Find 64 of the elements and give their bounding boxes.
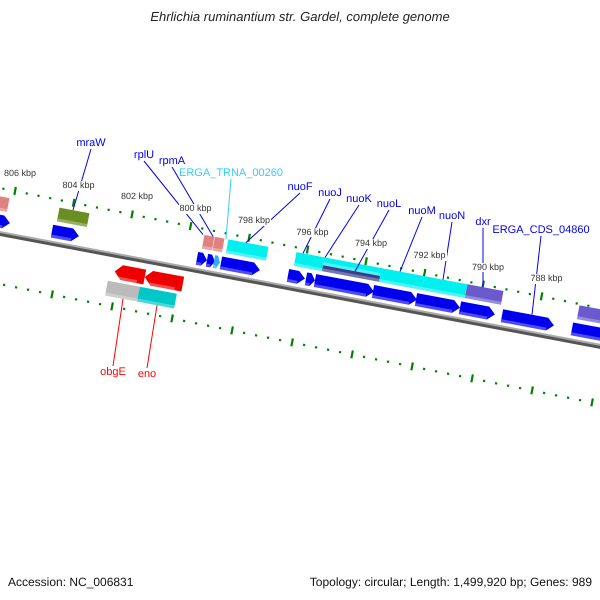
gene-label: nuoK [346, 192, 372, 206]
gene-label: obgE [100, 366, 126, 378]
gene-label: nuoL [376, 198, 402, 210]
gene-bar [226, 239, 268, 261]
gene-label: ERGA_CDS_04860 [492, 224, 590, 236]
position-label: 794 kbp [354, 239, 388, 250]
gene-symbol [0, 213, 10, 228]
gene-symbol [286, 269, 305, 284]
position-label: 790 kbp [470, 262, 506, 273]
gene-label: eno [138, 368, 156, 380]
gene-bar [137, 286, 177, 308]
gene-bar [322, 265, 381, 282]
gene-label: nuoN [438, 210, 466, 222]
gene-label: rplU [134, 148, 154, 162]
position-label: 792 kbp [412, 250, 447, 261]
gene-symbol [196, 252, 207, 266]
footer-text: Accession: NC_006831 [8, 575, 134, 589]
gene-symbol [143, 270, 184, 292]
gene-symbol [372, 285, 417, 305]
gene-label: dxr [475, 216, 491, 228]
gene-symbol [570, 322, 600, 342]
leader-line [146, 304, 158, 368]
footer-text: Topology: circular; Length: 1,499,920 bp; Genes: 989 [310, 575, 592, 589]
gene-symbol [113, 265, 146, 284]
position-label: 798 kbp [236, 216, 272, 226]
gene-label: nuoJ [318, 186, 342, 200]
gene-symbol [500, 309, 554, 331]
gene-symbol [50, 224, 79, 242]
gene-label: mraW [76, 136, 106, 150]
leader-line [532, 236, 542, 316]
gene-bar [105, 280, 140, 302]
leader-line [246, 192, 300, 244]
gene-symbol [220, 256, 260, 276]
position-label: 800 kbp [178, 204, 213, 214]
position-label: 806 kbp [2, 169, 38, 179]
gene-symbol [212, 255, 220, 268]
genome-title: Ehrlichia ruminantium str. Gardel, complete genome [149, 9, 451, 24]
gene-label: rpmA [158, 154, 186, 168]
position-label: 788 kbp [529, 274, 564, 284]
gene-bar [576, 305, 600, 326]
gene-bar [422, 276, 468, 298]
gene-label: nuoM [408, 204, 436, 218]
gene-symbol [414, 293, 460, 313]
gene-bar [212, 236, 224, 252]
gene-symbol [304, 272, 315, 286]
leader-line [324, 204, 360, 258]
gene-label: nuoF [287, 180, 313, 194]
leader-line [400, 216, 422, 272]
leader-line [226, 178, 232, 240]
gene-bar [378, 268, 424, 290]
leader-line [302, 198, 330, 254]
position-label: 804 kbp [61, 180, 96, 191]
position-label: 802 kbp [120, 192, 154, 202]
gene-label: ERGA_TRNA_00260 [179, 166, 283, 180]
gene-bar [294, 252, 324, 272]
gene-symbol [458, 301, 495, 320]
position-label: 796 kbp [295, 228, 330, 238]
gene-bar [202, 234, 214, 250]
gene-bar [0, 196, 10, 212]
gene-bar [464, 284, 504, 305]
gene-bar [56, 208, 90, 227]
gene-bar [323, 257, 382, 276]
gene-symbol [206, 254, 215, 268]
leader-line [144, 160, 204, 236]
